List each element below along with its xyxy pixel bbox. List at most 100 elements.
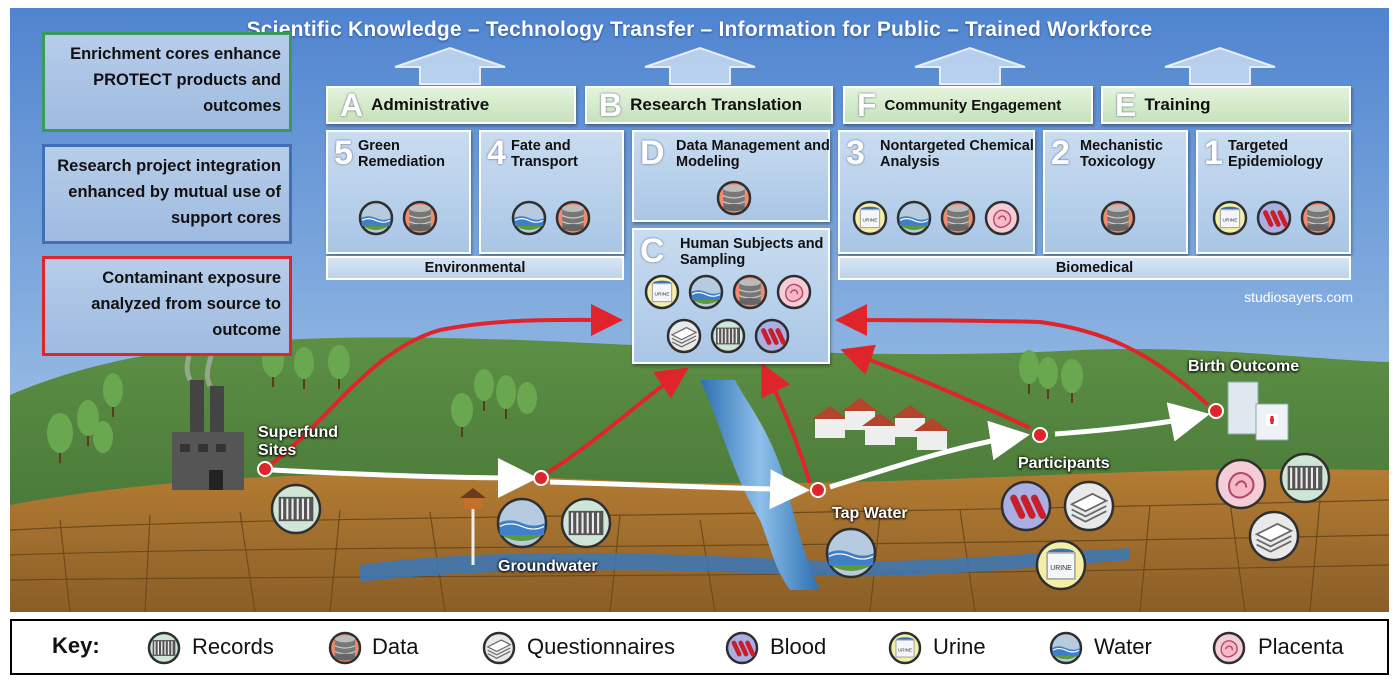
core-title: Human Subjects and Sampling — [680, 236, 824, 268]
records-icon — [560, 497, 612, 549]
water-icon — [688, 274, 724, 310]
svg-text:URINE: URINE — [898, 647, 912, 652]
data-icon — [555, 200, 591, 236]
water-icon — [825, 527, 877, 579]
key-label-records: Records — [192, 634, 274, 659]
core-letter: E — [1115, 86, 1137, 123]
project-title: Mechanistic Toxicology — [1080, 138, 1163, 170]
project-title: Nontargeted Chemical Analysis — [880, 138, 1034, 170]
water-icon — [496, 497, 548, 549]
core-label: Research Translation — [630, 95, 803, 114]
project-number: 1 — [1204, 134, 1223, 172]
questionnaires-icon — [482, 631, 516, 665]
data-icon — [328, 631, 362, 665]
core-f-header: F Community Engagement — [843, 86, 1093, 124]
blood-icon — [1000, 480, 1052, 532]
urine-icon: URINE — [644, 274, 680, 310]
note-text: Research project integration enhanced by… — [57, 157, 281, 227]
key-label-questionnaires: Questionnaires — [527, 634, 675, 659]
key-label-blood: Blood — [770, 634, 827, 659]
key-label-data: Data — [372, 634, 419, 659]
project-number: 5 — [334, 134, 353, 172]
key-label-urine: Urine — [933, 634, 986, 659]
houses — [812, 398, 950, 450]
core-b-header: B Research Translation — [585, 86, 833, 124]
key-title: Key: — [52, 633, 100, 658]
records-icon — [1279, 452, 1331, 504]
label-superfund-sites: Superfund Sites — [258, 424, 338, 459]
records-icon — [270, 483, 322, 535]
blood-icon — [725, 631, 759, 665]
project-5-green-remediation: 5 Green Remediation — [326, 130, 471, 254]
core-c-human-subjects: C Human Subjects and Sampling URINE — [632, 228, 830, 364]
placenta-icon — [984, 200, 1020, 236]
project-4-fate-transport: 4 Fate and Transport — [479, 130, 624, 254]
note-text: Contaminant exposure analyzed from sourc… — [91, 269, 281, 339]
core-letter: C — [640, 232, 665, 270]
flow-arrows — [271, 402, 1210, 510]
water-icon — [358, 200, 394, 236]
core-letter: F — [857, 86, 877, 123]
project-3-nontargeted-analysis: 3 Nontargeted Chemical Analysis URINE — [838, 130, 1035, 254]
urine-icon: URINE — [888, 631, 922, 665]
credit-text: studiosayers.com — [1244, 289, 1353, 305]
questionnaires-icon — [666, 318, 702, 354]
project-number: 4 — [487, 134, 506, 172]
output-arrows — [394, 46, 1276, 85]
urine-icon: URINE — [1035, 539, 1087, 591]
blood-icon — [754, 318, 790, 354]
note-project-integration: Research project integration enhanced by… — [42, 144, 292, 244]
svg-text:URINE: URINE — [655, 292, 670, 298]
label-groundwater: Groundwater — [498, 558, 598, 575]
core-a-header: A Administrative — [326, 86, 576, 124]
project-title: Fate and Transport — [511, 138, 578, 170]
water-icon — [511, 200, 547, 236]
project-number: 2 — [1051, 134, 1070, 172]
water-icon — [1049, 631, 1083, 665]
note-contaminant-exposure: Contaminant exposure analyzed from sourc… — [42, 256, 292, 356]
data-icon — [940, 200, 976, 236]
placenta-icon — [776, 274, 812, 310]
core-label: Administrative — [371, 95, 490, 114]
questionnaires-icon — [1063, 480, 1115, 532]
band-biomedical: Biomedical — [838, 256, 1351, 280]
core-label: Community Engagement — [884, 96, 1062, 114]
data-icon — [1100, 200, 1136, 236]
river — [700, 380, 820, 590]
label-birth-outcome: Birth Outcome — [1188, 358, 1300, 375]
core-letter: B — [599, 86, 623, 123]
urine-icon: URINE — [1212, 200, 1248, 236]
tree-trunks — [59, 377, 1073, 463]
soil-layer — [10, 469, 1389, 612]
key-legend: Key: Records Data Questionnaires Blood U… — [10, 619, 1389, 675]
svg-text:URINE: URINE — [1050, 565, 1072, 572]
core-label: Training — [1144, 95, 1211, 114]
svg-text:URINE: URINE — [1223, 218, 1238, 224]
key-label-water: Water — [1094, 634, 1152, 659]
band-environmental: Environmental — [326, 256, 624, 280]
exposure-arrows — [268, 303, 1210, 484]
core-letter: A — [340, 86, 364, 123]
placenta-icon — [1212, 631, 1246, 665]
label-participants: Participants — [1018, 455, 1110, 472]
site-markers — [257, 403, 1224, 498]
well — [460, 488, 486, 565]
banner-outputs: Scientific Knowledge – Technology Transf… — [246, 18, 1153, 41]
note-text: Enrichment cores enhance PROTECT product… — [70, 45, 281, 115]
project-2-mechanistic-toxicology: 2 Mechanistic Toxicology — [1043, 130, 1188, 254]
placenta-icon — [1215, 458, 1267, 510]
note-enrichment-cores: Enrichment cores enhance PROTECT product… — [42, 32, 292, 132]
core-e-header: E Training — [1101, 86, 1351, 124]
blood-icon — [1256, 200, 1292, 236]
project-title: Green Remediation — [358, 138, 446, 170]
groundwater-stream — [360, 548, 1130, 582]
urine-icon: URINE — [852, 200, 888, 236]
hospital — [1227, 381, 1289, 441]
project-1-targeted-epidemiology: 1 Targeted Epidemiology URINE — [1196, 130, 1351, 254]
project-title: Targeted Epidemiology — [1228, 138, 1324, 170]
water-icon — [896, 200, 932, 236]
data-icon — [716, 180, 752, 216]
data-icon — [402, 200, 438, 236]
project-number: 3 — [846, 134, 865, 172]
